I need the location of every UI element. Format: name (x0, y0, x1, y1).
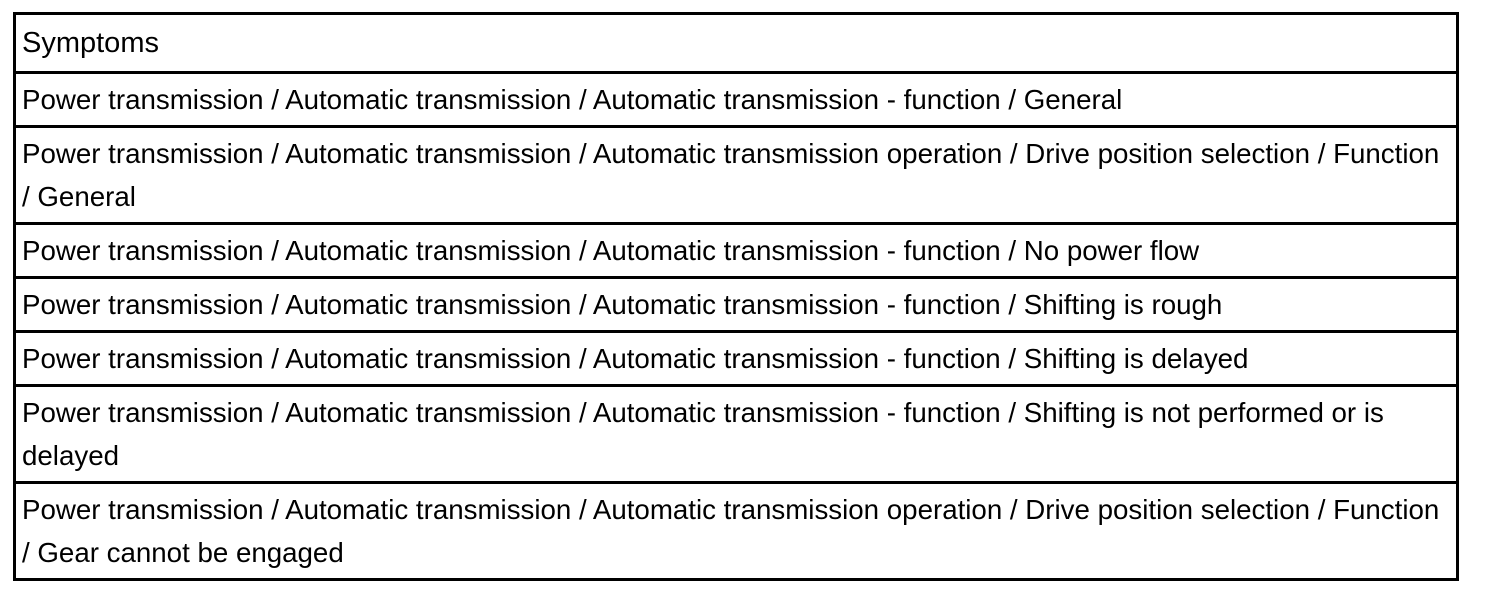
symptoms-table-body: Power transmission / Automatic transmiss… (16, 71, 1456, 578)
table-row: Power transmission / Automatic transmiss… (16, 222, 1456, 276)
table-row: Power transmission / Automatic transmiss… (16, 481, 1456, 578)
table-row: Power transmission / Automatic transmiss… (16, 384, 1456, 481)
table-row: Power transmission / Automatic transmiss… (16, 330, 1456, 384)
table-row: Power transmission / Automatic transmiss… (16, 276, 1456, 330)
table-row: Power transmission / Automatic transmiss… (16, 71, 1456, 125)
symptoms-table-header: Symptoms (22, 27, 159, 59)
table-row: Power transmission / Automatic transmiss… (16, 125, 1456, 222)
symptoms-table: Symptoms Power transmission / Automatic … (13, 12, 1459, 581)
